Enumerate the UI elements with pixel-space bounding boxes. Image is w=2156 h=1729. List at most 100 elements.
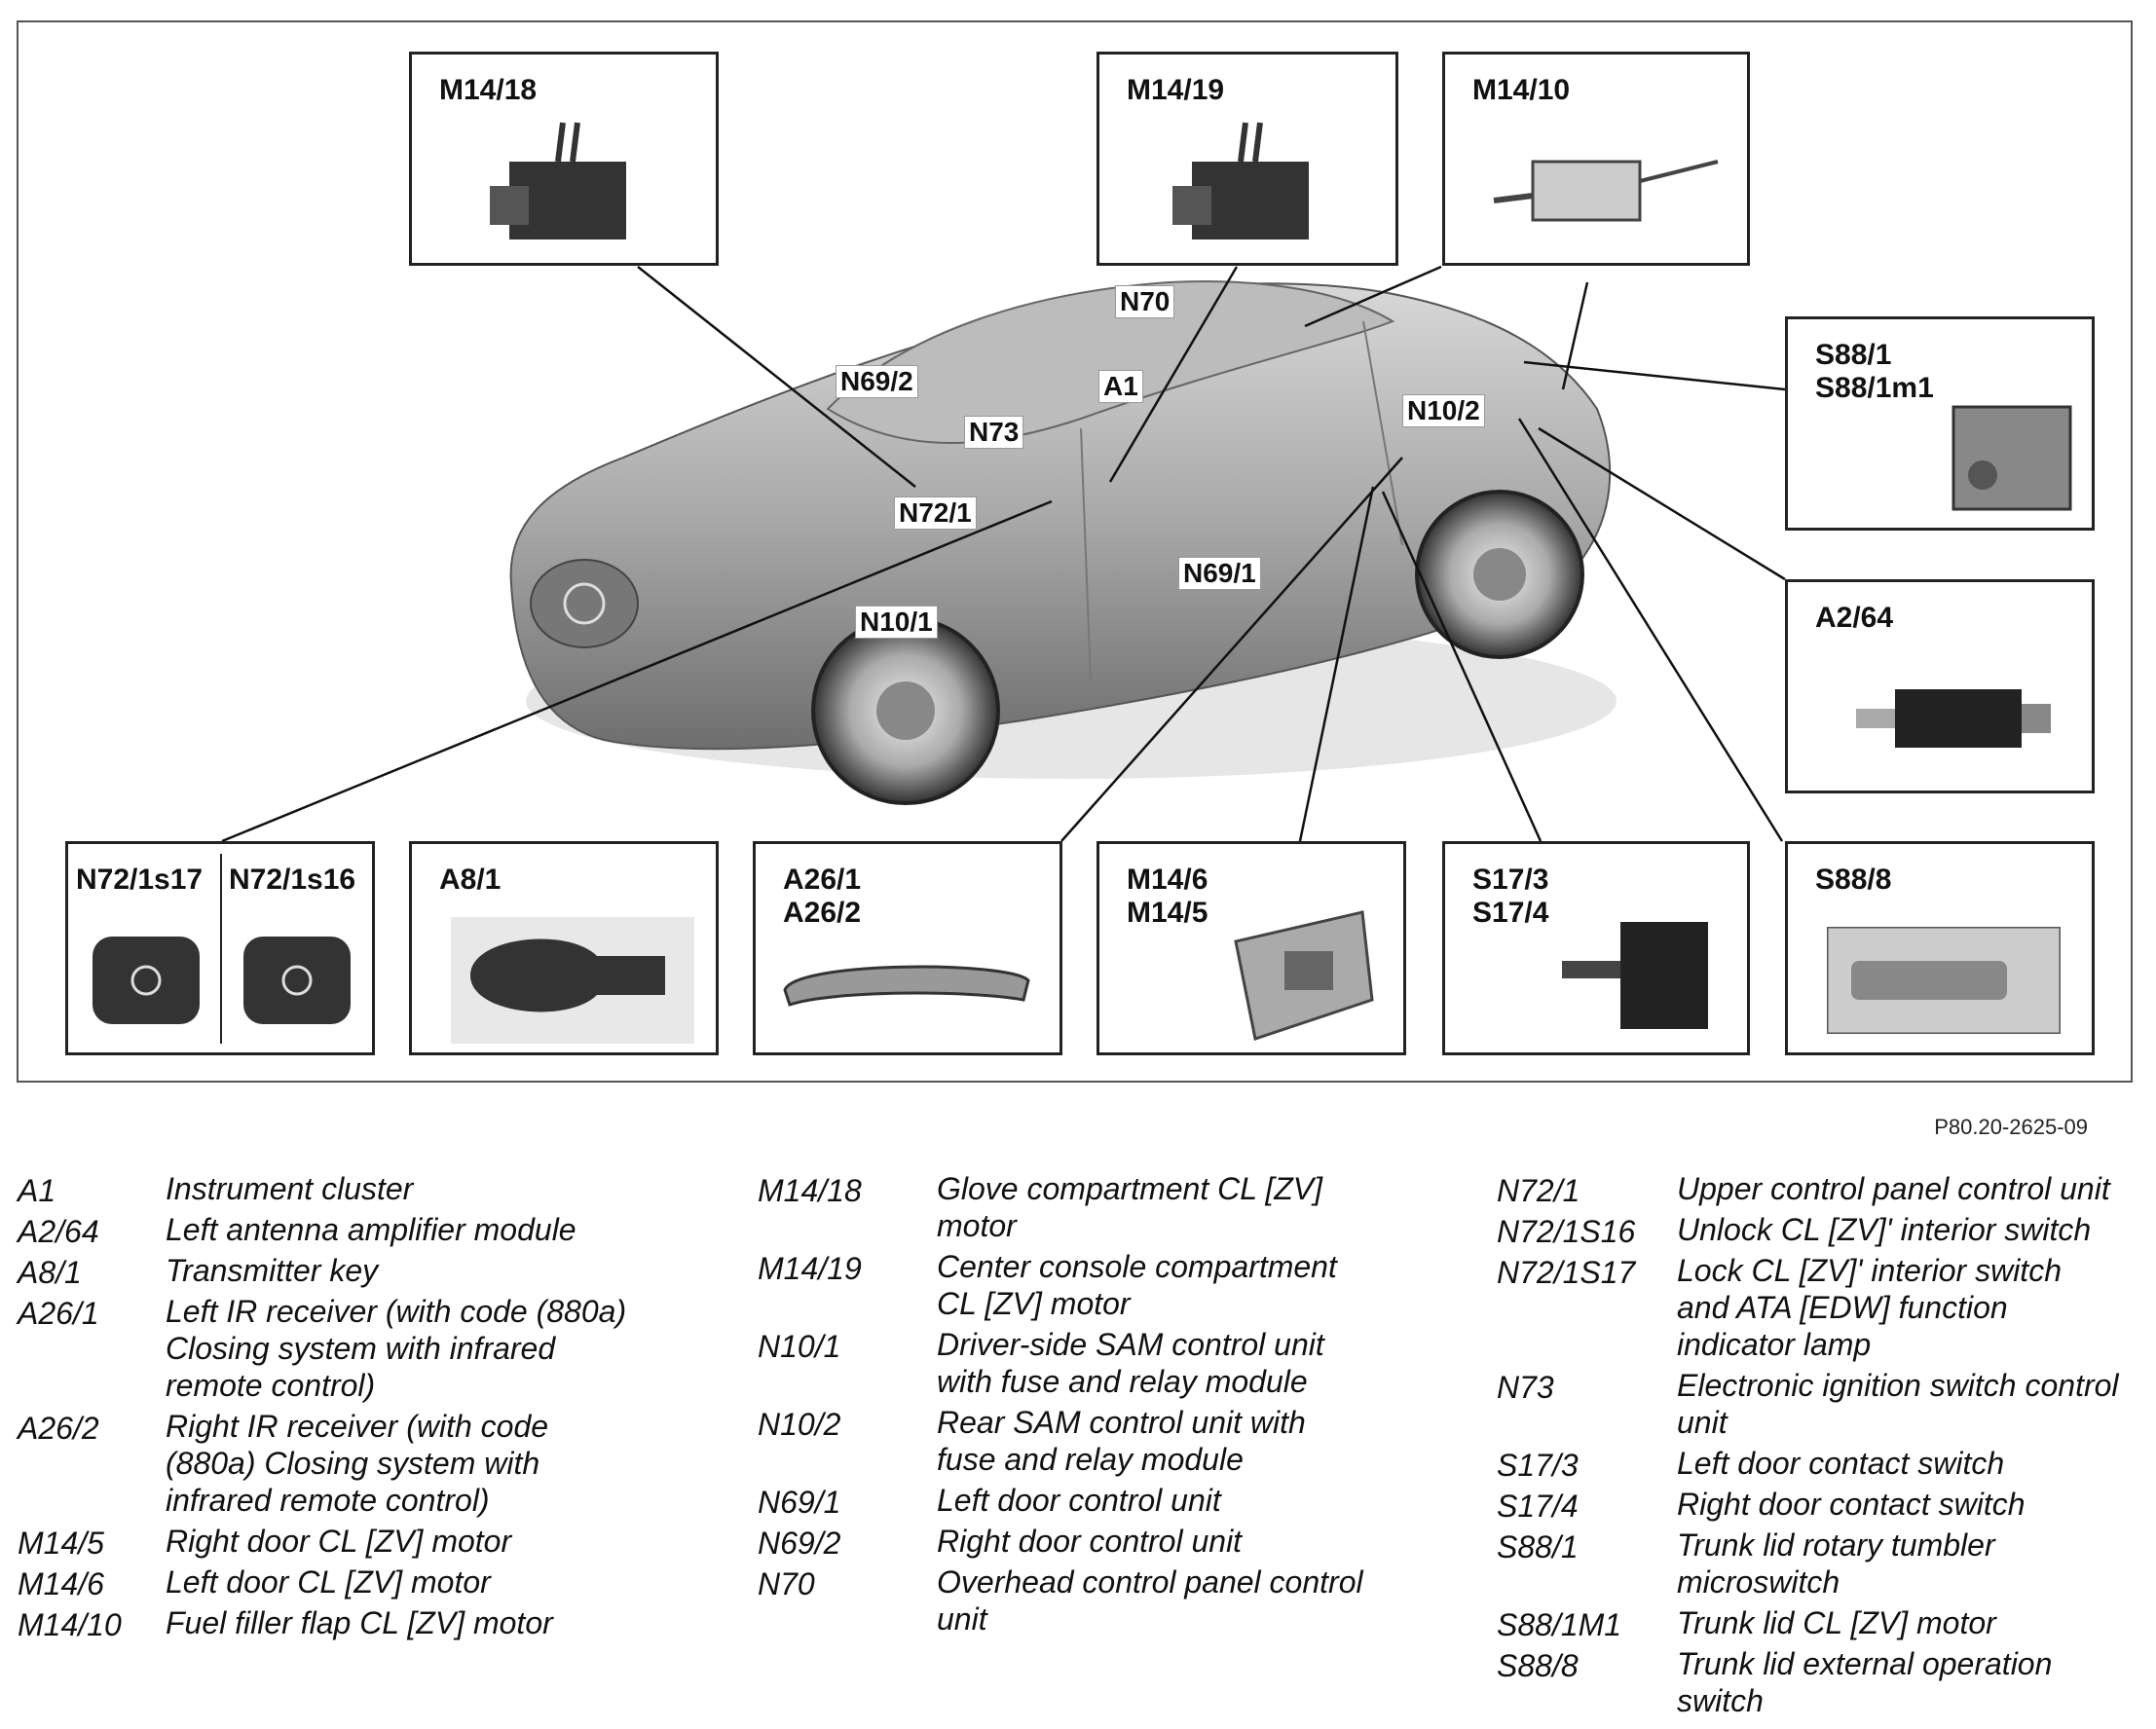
component-box-n72-1-switches: N72/1s17 N72/1s16 bbox=[65, 841, 375, 1055]
figure-reference: P80.20-2625-09 bbox=[1934, 1115, 2088, 1139]
callout-n72-1: N72/1 bbox=[894, 497, 977, 530]
legend-code: S88/1M1 bbox=[1497, 1607, 1622, 1642]
trunk-switch-icon bbox=[1827, 927, 2061, 1034]
component-box-s88-1: S88/1 S88/1m1 bbox=[1785, 316, 2095, 531]
callout-n10-2: N10/2 bbox=[1402, 394, 1485, 427]
legend-code: N69/2 bbox=[758, 1526, 841, 1561]
callout-a1: A1 bbox=[1098, 370, 1143, 403]
legend-code: N72/1 bbox=[1497, 1173, 1580, 1208]
component-label: M14/18 bbox=[439, 74, 538, 106]
legend-description: Trunk lid external operation switch bbox=[1677, 1646, 2053, 1718]
legend-description: Right door contact switch bbox=[1677, 1487, 2026, 1522]
legend-code: M14/6 bbox=[18, 1566, 104, 1601]
legend-description: Right IR receiver (with code (880a) Clos… bbox=[166, 1409, 549, 1518]
component-label: M14/6 M14/5 bbox=[1127, 864, 1208, 929]
legend-description: Upper control panel control unit bbox=[1677, 1171, 2110, 1206]
legend-description: Left antenna amplifier module bbox=[166, 1212, 576, 1247]
lock-switch-icon bbox=[93, 937, 200, 1024]
legend-code: M14/5 bbox=[18, 1526, 104, 1561]
component-box-m14-6: M14/6 M14/5 bbox=[1097, 841, 1406, 1055]
legend-code: A1 bbox=[18, 1173, 56, 1208]
component-box-m14-18: M14/18 bbox=[409, 52, 719, 266]
component-label: N72/1s16 bbox=[229, 864, 356, 896]
antenna-module-icon bbox=[1856, 689, 2051, 748]
legend-description: Transmitter key bbox=[166, 1253, 379, 1288]
component-box-a2-64: A2/64 bbox=[1785, 579, 2095, 793]
legend-code: S17/3 bbox=[1497, 1448, 1579, 1483]
legend-code: M14/18 bbox=[758, 1173, 862, 1208]
legend-code: M14/19 bbox=[758, 1251, 862, 1286]
car-body bbox=[509, 282, 1612, 751]
component-label: M14/10 bbox=[1472, 74, 1571, 106]
component-label: A8/1 bbox=[439, 864, 502, 896]
fuel-flap-motor-icon bbox=[1493, 160, 1719, 222]
grille bbox=[530, 559, 639, 648]
legend-code: A26/1 bbox=[18, 1296, 99, 1331]
legend-code: S17/4 bbox=[1497, 1489, 1579, 1524]
component-label: N72/1s17 bbox=[76, 864, 204, 896]
legend-code: N10/1 bbox=[758, 1329, 841, 1364]
trunk-lock-icon bbox=[1952, 405, 2072, 511]
component-box-s88-8: S88/8 bbox=[1785, 841, 2095, 1055]
callout-n70: N70 bbox=[1115, 285, 1175, 318]
legend-description: Lock CL [ZV]' interior switch and ATA [E… bbox=[1677, 1253, 2062, 1362]
component-label: S17/3 S17/4 bbox=[1472, 864, 1549, 929]
callout-n69-2: N69/2 bbox=[836, 365, 918, 398]
legend-description: Glove compartment CL [ZV] motor bbox=[937, 1171, 1322, 1243]
legend-code: N69/1 bbox=[758, 1485, 841, 1520]
component-label: A2/64 bbox=[1815, 602, 1894, 634]
legend-description: Left door CL [ZV] motor bbox=[166, 1564, 491, 1600]
component-box-a26: A26/1 A26/2 bbox=[753, 841, 1062, 1055]
star-emblem bbox=[563, 582, 606, 625]
legend-description: Instrument cluster bbox=[166, 1171, 414, 1206]
legend-code: M14/10 bbox=[18, 1607, 122, 1642]
unlock-switch-icon bbox=[243, 937, 351, 1024]
legend-description: Center console compartment CL [ZV] motor bbox=[937, 1249, 1337, 1321]
legend-code: A8/1 bbox=[18, 1255, 82, 1290]
legend-description: Trunk lid rotary tumbler microswitch bbox=[1677, 1527, 1995, 1600]
legend-code: A2/64 bbox=[18, 1214, 99, 1249]
legend-description: Electronic ignition switch control unit bbox=[1677, 1368, 2119, 1440]
legend-description: Unlock CL [ZV]' interior switch bbox=[1677, 1212, 2092, 1247]
legend-code: N72/1S17 bbox=[1497, 1255, 1636, 1290]
legend-description: Rear SAM control unit with fuse and rela… bbox=[937, 1405, 1306, 1477]
key-fob-icon bbox=[451, 917, 694, 1044]
callout-n10-1: N10/1 bbox=[855, 606, 938, 639]
callout-n73: N73 bbox=[964, 416, 1024, 449]
component-box-a8-1: A8/1 bbox=[409, 841, 719, 1055]
legend-description: Left IR receiver (with code (880a) Closi… bbox=[166, 1294, 627, 1403]
component-label: M14/19 bbox=[1127, 74, 1225, 106]
legend-code: N70 bbox=[758, 1566, 815, 1601]
callout-n69-1: N69/1 bbox=[1178, 557, 1261, 590]
contact-switch-icon bbox=[1562, 922, 1708, 1029]
actuator-motor-icon bbox=[490, 122, 626, 239]
rear-wheel-hub bbox=[1473, 548, 1526, 601]
door-handle-icon bbox=[783, 965, 1030, 1007]
actuator-motor-icon bbox=[1172, 122, 1309, 239]
legend-description: Fuel filler flap CL [ZV] motor bbox=[166, 1605, 553, 1640]
legend-description: Left door contact switch bbox=[1677, 1446, 2005, 1481]
leader-lines bbox=[221, 265, 1786, 843]
divider bbox=[220, 854, 222, 1044]
component-label: S88/8 bbox=[1815, 864, 1892, 896]
legend-code: S88/8 bbox=[1497, 1648, 1579, 1683]
legend-description: Right door CL [ZV] motor bbox=[166, 1524, 512, 1559]
legend-code: N72/1S16 bbox=[1497, 1214, 1636, 1249]
legend-code: A26/2 bbox=[18, 1411, 99, 1446]
door-lock-motor-icon bbox=[1234, 910, 1374, 1041]
door-line bbox=[1080, 320, 1403, 682]
legend-description: Left door control unit bbox=[937, 1483, 1221, 1518]
legend-code: N73 bbox=[1497, 1370, 1554, 1405]
component-label: S88/1 S88/1m1 bbox=[1815, 339, 1934, 404]
legend-code: N10/2 bbox=[758, 1407, 841, 1442]
component-box-s17: S17/3 S17/4 bbox=[1442, 841, 1750, 1055]
legend-description: Driver-side SAM control unit with fuse a… bbox=[937, 1327, 1324, 1399]
component-box-m14-10: M14/10 bbox=[1442, 52, 1750, 266]
front-wheel-hub bbox=[876, 681, 935, 740]
component-box-m14-19: M14/19 bbox=[1097, 52, 1398, 266]
legend-description: Trunk lid CL [ZV] motor bbox=[1677, 1605, 1996, 1640]
component-label: A26/1 A26/2 bbox=[783, 864, 862, 929]
legend-description: Overhead control panel control unit bbox=[937, 1564, 1363, 1637]
legend-description: Right door control unit bbox=[937, 1524, 1243, 1559]
